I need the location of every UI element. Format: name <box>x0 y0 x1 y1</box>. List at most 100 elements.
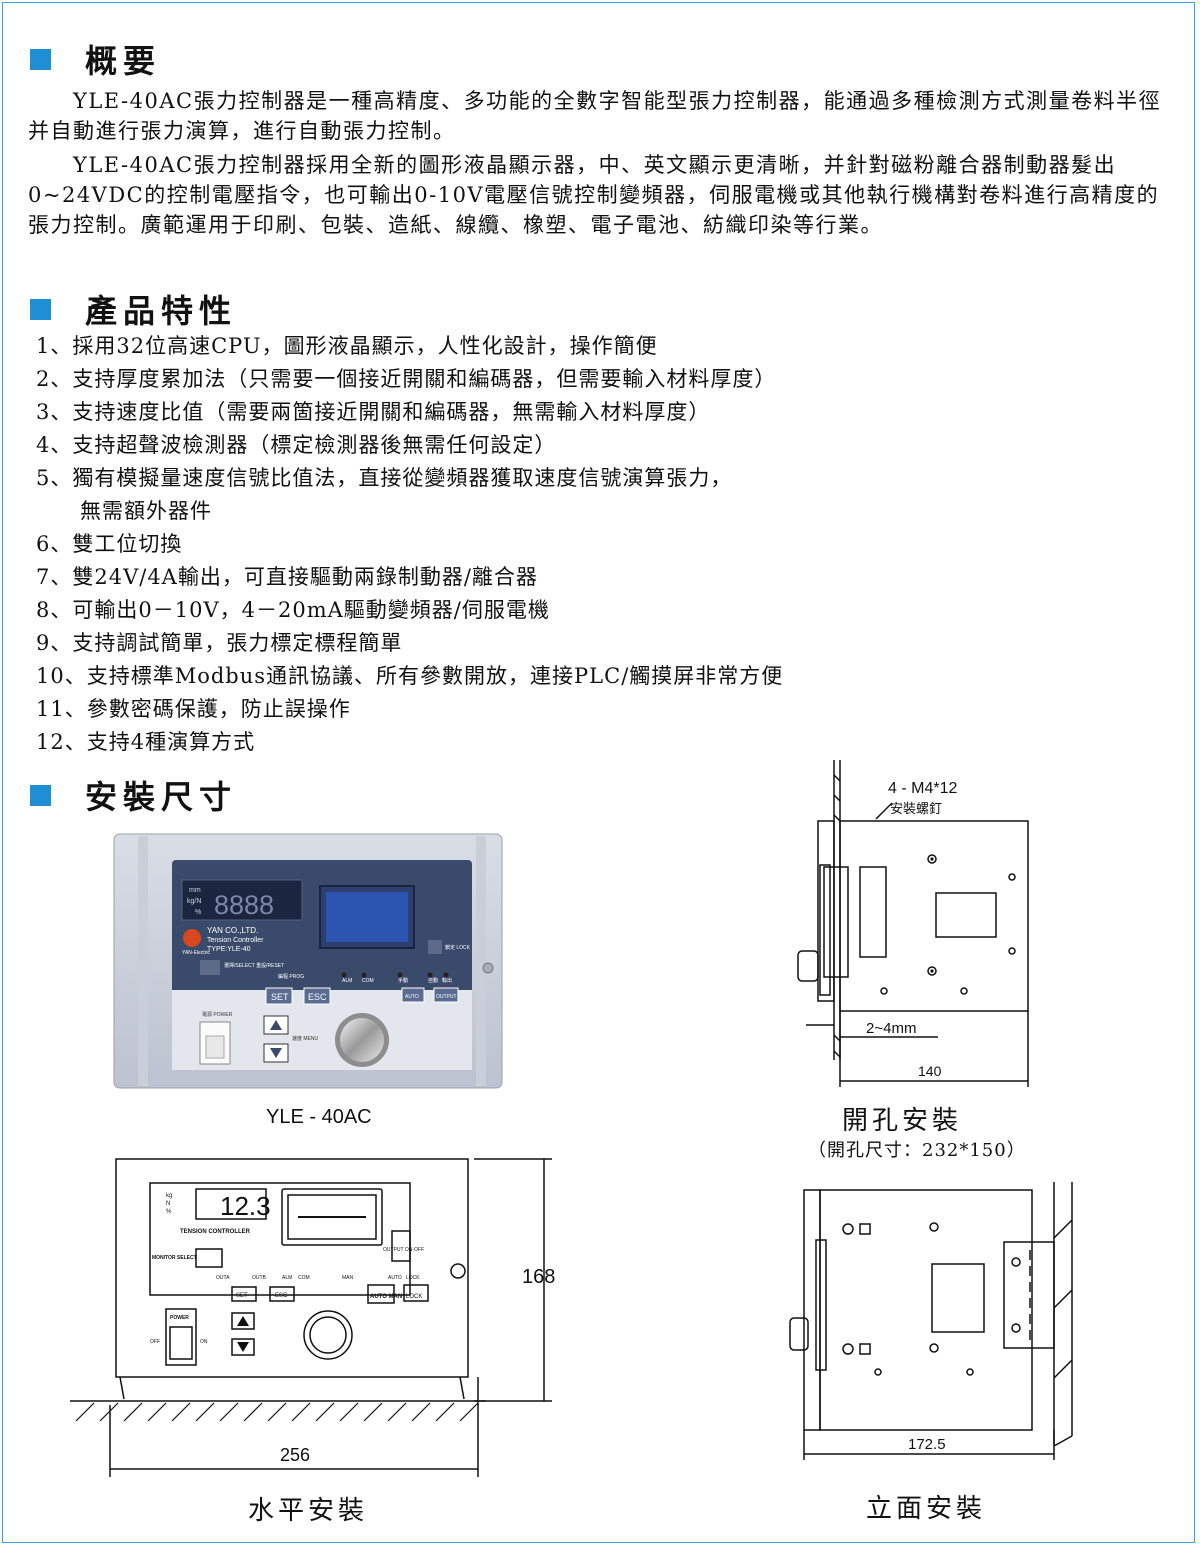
screw-hole-icon <box>927 966 937 976</box>
screw-hole-icon <box>960 987 968 995</box>
bezel <box>817 820 835 1002</box>
brand-name: YAN CO.,LTD. <box>207 926 258 935</box>
hatch-line <box>291 1402 311 1422</box>
output-label: 輸出 <box>442 977 452 984</box>
hatch-line <box>99 1402 119 1422</box>
square-hole <box>859 1223 871 1235</box>
power-label: POWER <box>170 1315 189 1321</box>
screw-spec: 4 - M4*12 <box>888 780 957 797</box>
lock-icon <box>428 940 442 954</box>
indicator-label: AUTO <box>388 1275 402 1281</box>
screw-hole-icon <box>929 1222 939 1232</box>
hatch-line <box>243 1402 263 1422</box>
indicator-label: COM <box>298 1275 310 1281</box>
lcd-screen-inner <box>326 892 408 942</box>
unit-label: % <box>195 909 201 916</box>
auto-man-button-outline <box>367 1284 395 1304</box>
esc-button-outline <box>269 1286 295 1302</box>
feature-item: 11、參數密碼保護，防止誤操作 <box>36 697 351 721</box>
mount-plate <box>859 866 887 958</box>
up-key-outline <box>231 1312 255 1330</box>
features-list: 1、採用32位高速CPU，圖形液晶顯示，人性化設計，操作簡便 2、支持厚度累加法… <box>36 330 783 759</box>
knob-inner <box>309 1316 347 1354</box>
unit-label: kg/N <box>187 898 201 905</box>
indicator-led <box>443 972 449 978</box>
screw-icon <box>450 1263 466 1279</box>
prog-label: 編程 PROG <box>278 973 304 980</box>
set-button[interactable] <box>265 987 293 1005</box>
screw-hole-icon <box>1011 1323 1021 1333</box>
hatch-line <box>833 814 841 822</box>
feature-item: 3、支持速度比值（需要兩箇接近開關和編碼器，無需輸入材料厚度） <box>36 400 711 424</box>
hatch-line <box>147 1402 167 1422</box>
hatch-line <box>387 1402 407 1422</box>
screw-hole-icon <box>1011 1257 1021 1267</box>
front-cover <box>819 864 831 996</box>
feature-item: 12、支持4種演算方式 <box>36 730 256 754</box>
alm-label: ALM <box>342 978 352 984</box>
device-outline <box>115 1158 469 1378</box>
screw-hole-icon <box>842 1343 854 1355</box>
brand-type: TYPE:YLE-40 <box>207 946 251 953</box>
lock-label: 鎖定 LOCK <box>445 944 471 951</box>
indicator-led <box>341 972 347 978</box>
unit-label: kg <box>166 1193 172 1199</box>
indicator-led <box>427 972 433 978</box>
height-dim: 168 <box>522 1266 555 1288</box>
screw-center <box>930 857 934 861</box>
hatch-line <box>171 1402 191 1422</box>
hatch-line <box>833 1034 841 1042</box>
hatch-line <box>833 794 841 802</box>
section-title: 概要 <box>85 42 162 80</box>
auto-button[interactable] <box>401 987 425 1003</box>
output-button-label: OUTPUT <box>436 994 457 1000</box>
bullet-square-icon <box>30 298 51 320</box>
vertical-mount-diagram: 172.5 <box>789 1182 1073 1460</box>
unit-label: N <box>166 1201 170 1207</box>
up-arrow-icon <box>237 1316 249 1326</box>
tension-knob-cap <box>340 1018 384 1062</box>
cutout-caption: 開孔安裝 <box>842 1106 963 1136</box>
auto-button-label: AUTO <box>405 994 419 1000</box>
knob-side <box>797 950 819 982</box>
logo-text: YAN-Electric <box>182 950 210 956</box>
down-arrow-icon <box>270 1048 282 1058</box>
screw-hole-icon <box>880 987 888 995</box>
select-icon <box>200 960 220 975</box>
feature-item: 7、雙24V/4A輸出，可直接驅動兩錄制動器/離合器 <box>36 565 538 589</box>
housing-outline <box>839 820 1029 1012</box>
feature-item: 9、支持調試簡單，張力標定標程簡單 <box>36 631 403 655</box>
screw-spec-zh: 安裝螺釘 <box>890 801 942 816</box>
hatch-line <box>75 1402 95 1422</box>
hatch-line <box>219 1402 239 1422</box>
esc-button[interactable] <box>303 987 331 1005</box>
horizontal-mount-diagram: kg N % 12.3 TENSION CONTROLLER MONITOR S… <box>70 1158 555 1477</box>
hatch-line <box>267 1402 287 1422</box>
width-dim: 140 <box>918 1063 942 1079</box>
digit-window <box>195 1188 267 1220</box>
set-label: SET <box>271 992 289 1002</box>
cutout-mount-diagram: 4 - M4*12 安裝螺釘 2~4mm 140 <box>797 760 1029 1087</box>
hatch-line <box>363 1402 383 1422</box>
cutout-subcaption: （開孔尺寸：232*150） <box>808 1140 1026 1161</box>
set-label: SET <box>236 1293 248 1299</box>
feature-item: 5、獨有模擬量速度信號比值法，直接從變頻器獲取速度信號演算張力， <box>36 466 733 490</box>
digit-display <box>181 879 303 921</box>
auto-label: 自動 <box>428 977 438 984</box>
lock-label: LOCK <box>406 1294 422 1300</box>
menu-label: 速度 MENU <box>292 1035 319 1042</box>
hatch-line <box>459 1402 479 1422</box>
brand-subtitle: Tension Controller <box>207 937 264 944</box>
hatch-line <box>833 1050 841 1058</box>
front-bezel <box>803 1189 821 1431</box>
power-switch-outline <box>165 1308 197 1366</box>
screw-hole-icon <box>874 1368 882 1376</box>
overview-paragraph-2: YLE-40AC張力控制器採用全新的圖形液晶顯示器，中、英文顯示更清晰，并針對磁… <box>28 153 1160 237</box>
label-window <box>931 1263 985 1333</box>
digit-readout: 8888 <box>214 890 274 920</box>
hatch-line <box>339 1402 359 1422</box>
output-button[interactable] <box>433 987 459 1003</box>
up-arrow-icon <box>270 1020 282 1030</box>
thickness-dim: 2~4mm <box>866 1020 916 1037</box>
